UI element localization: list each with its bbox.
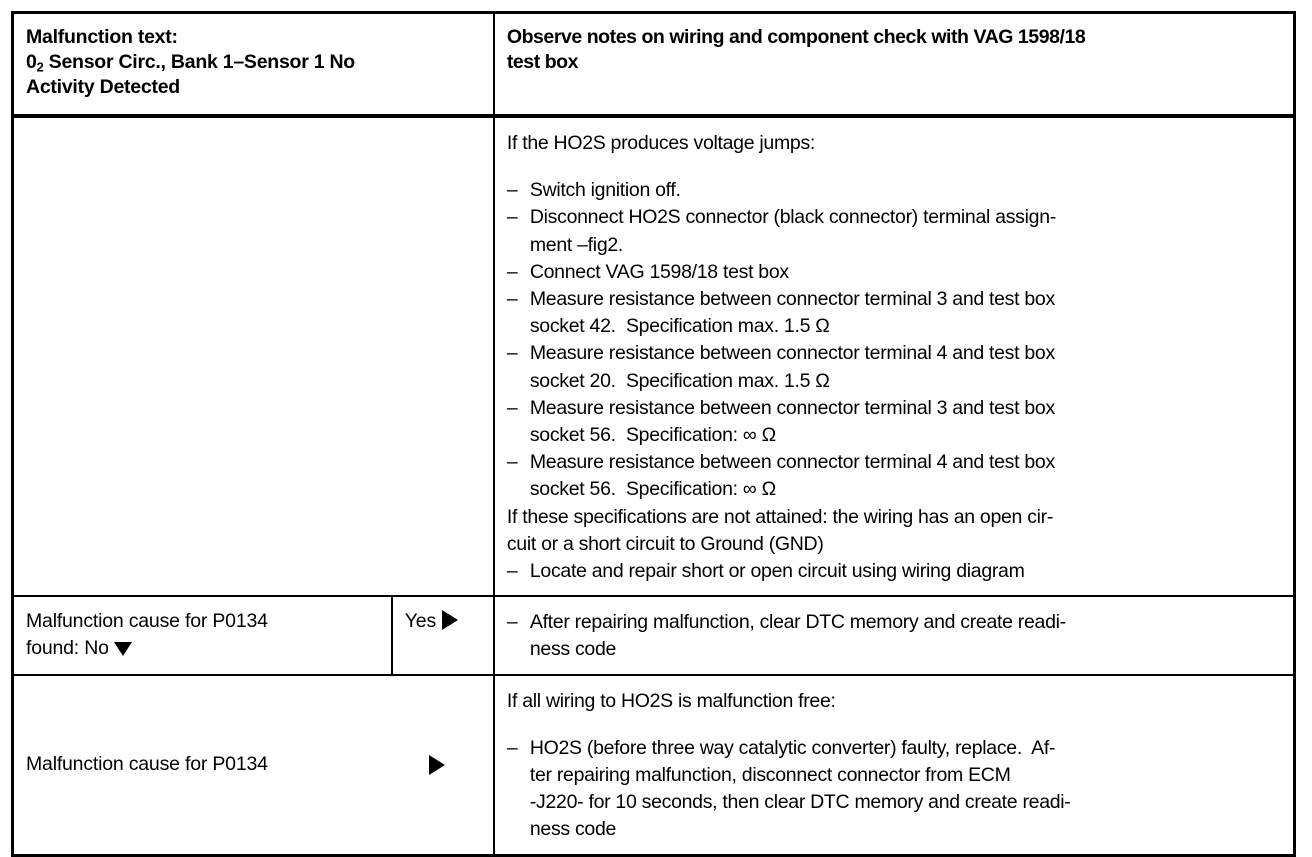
bullet-dash: – bbox=[506, 611, 518, 634]
list-item: –Measure resistance between connector te… bbox=[507, 449, 1281, 503]
procedure-bullet-list: –Switch ignition off. –Disconnect HO2S c… bbox=[507, 177, 1281, 503]
spacer bbox=[507, 157, 1281, 177]
list-item: –Measure resistance between connector te… bbox=[507, 395, 1281, 449]
list-item: –Measure resistance between connector te… bbox=[507, 340, 1281, 394]
o2-symbol-subscript: 2 bbox=[36, 59, 44, 75]
header-cell-malfunction-text: Malfunction text: 02 Sensor Circ., Bank … bbox=[11, 11, 495, 118]
decision-row: Malfunction cause for P0134 found: No Ye… bbox=[11, 595, 1296, 676]
final-label-text: Malfunction cause for P0134 bbox=[26, 753, 268, 776]
list-item-text: Switch ignition off. bbox=[529, 179, 681, 202]
list-item: –Locate and repair short or open circuit… bbox=[507, 558, 1281, 585]
triangle-right-icon bbox=[428, 754, 445, 775]
triangle-down-icon bbox=[113, 642, 132, 657]
header-cell-instruction: Observe notes on wiring and component ch… bbox=[492, 11, 1296, 118]
list-item-text: Connect VAG 1598/18 test box bbox=[529, 260, 789, 283]
procedure-row: If the HO2S produces voltage jumps: –Swi… bbox=[11, 114, 1296, 598]
bullet-dash: – bbox=[506, 396, 518, 419]
list-item: –HO2S (before three way catalytic conver… bbox=[507, 735, 1281, 844]
table-header-row: Malfunction text: 02 Sensor Circ., Bank … bbox=[11, 11, 1296, 118]
bullet-dash: – bbox=[506, 179, 518, 202]
decision-yes-cell: Yes bbox=[390, 595, 495, 676]
list-item-text: After repairing malfunction, clear DTC m… bbox=[529, 611, 1066, 661]
list-item: –Disconnect HO2S connector (black connec… bbox=[507, 204, 1281, 258]
final-row: Malfunction cause for P0134 If all wirin… bbox=[11, 673, 1296, 857]
list-item-text: Measure resistance between connector ter… bbox=[529, 396, 1055, 447]
o2-symbol-base: 0 bbox=[26, 51, 37, 73]
list-item-text: Measure resistance between connector ter… bbox=[529, 451, 1055, 501]
list-item: –Switch ignition off. bbox=[507, 177, 1281, 204]
final-intro: If all wiring to HO2S is malfunction fre… bbox=[506, 689, 836, 712]
document-page: Malfunction text: 02 Sensor Circ., Bank … bbox=[11, 11, 1296, 857]
decision-action-cell: –After repairing malfunction, clear DTC … bbox=[492, 595, 1296, 676]
list-item-text: Measure resistance between connector ter… bbox=[529, 342, 1055, 392]
header-dtc-description-line2: Activity Detected bbox=[26, 76, 180, 98]
decision-left-label-cell: Malfunction cause for P0134 found: No bbox=[11, 595, 393, 676]
procedure-closing-paragraph: If these specifications are not attained… bbox=[506, 505, 1054, 555]
list-item: –Measure resistance between connector te… bbox=[507, 286, 1281, 340]
list-item-text: HO2S (before three way catalytic convert… bbox=[529, 736, 1071, 841]
final-left-label-cell: Malfunction cause for P0134 bbox=[11, 673, 495, 857]
list-item: –Connect VAG 1598/18 test box bbox=[507, 259, 1281, 286]
final-bullet-list: –HO2S (before three way catalytic conver… bbox=[507, 735, 1281, 844]
header-dtc-description-line1: 02 Sensor Circ., Bank 1–Sensor 1 No bbox=[26, 50, 481, 75]
header-instruction-line2: test box bbox=[506, 51, 579, 73]
spacer bbox=[507, 715, 1281, 735]
list-item: –After repairing malfunction, clear DTC … bbox=[507, 609, 1281, 663]
bullet-dash: – bbox=[506, 736, 518, 759]
header-title: Malfunction text: bbox=[26, 26, 178, 48]
procedure-instructions-cell: If the HO2S produces voltage jumps: –Swi… bbox=[492, 114, 1296, 598]
procedure-intro: If the HO2S produces voltage jumps: bbox=[506, 132, 816, 154]
final-action-cell: If all wiring to HO2S is malfunction fre… bbox=[492, 673, 1296, 857]
bullet-dash: – bbox=[506, 451, 518, 474]
list-item-text: Disconnect HO2S connector (black connect… bbox=[529, 206, 1056, 256]
bullet-dash: – bbox=[506, 560, 518, 583]
header-instruction-line1: Observe notes on wiring and component ch… bbox=[506, 26, 1086, 48]
list-item-text: Measure resistance between connector ter… bbox=[529, 288, 1055, 338]
procedure-left-empty-cell bbox=[11, 114, 495, 598]
bullet-dash: – bbox=[506, 342, 518, 365]
bullet-dash: – bbox=[506, 206, 518, 229]
procedure-closing-bullet-list: –Locate and repair short or open circuit… bbox=[507, 558, 1281, 585]
triangle-right-icon bbox=[442, 610, 458, 631]
decision-label-line1: Malfunction cause for P0134 bbox=[26, 610, 268, 633]
bullet-dash: – bbox=[506, 260, 518, 283]
bullet-dash: – bbox=[506, 288, 518, 311]
decision-yes-label: Yes bbox=[404, 610, 436, 633]
decision-bullet-list: –After repairing malfunction, clear DTC … bbox=[507, 609, 1281, 663]
diagnostic-table: Malfunction text: 02 Sensor Circ., Bank … bbox=[11, 11, 1296, 857]
decision-label-line2: found: No bbox=[26, 637, 109, 660]
list-item-text: Locate and repair short or open circuit … bbox=[529, 560, 1025, 583]
header-dtc-description-rest: Sensor Circ., Bank 1–Sensor 1 No bbox=[43, 51, 356, 73]
